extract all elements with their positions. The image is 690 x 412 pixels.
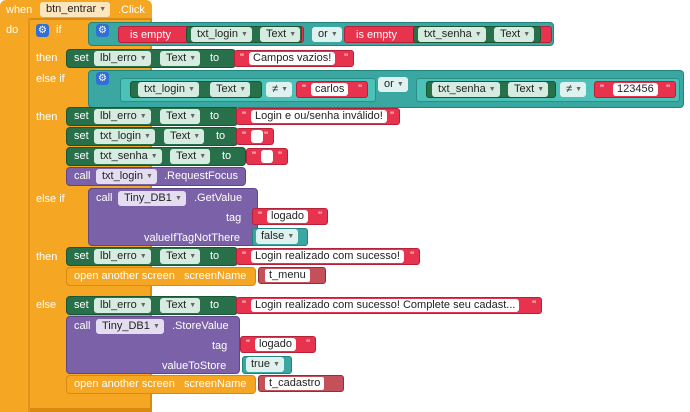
or-dropdown[interactable]: or▼ (378, 77, 408, 92)
text-block-senha[interactable]: " 123456 " (594, 81, 676, 98)
if-label: if (56, 24, 62, 36)
else-label: else (36, 299, 57, 311)
component-dropdown[interactable]: txt_senha▼ (94, 149, 162, 164)
text-block-sucesso-cadastro[interactable]: " Login realizado com sucesso! Complete … (236, 297, 542, 314)
dropdown-arrow-icon: ▼ (99, 6, 107, 13)
is-empty-label: is empty (356, 29, 397, 41)
property-dropdown[interactable]: Text▼ (160, 51, 201, 66)
component-dropdown[interactable]: lbl_erro▼ (94, 109, 151, 124)
do-label: do (6, 24, 19, 36)
component-dropdown[interactable]: txt_senha▼ (432, 82, 500, 97)
text-block-campos-vazios[interactable]: " Campos vazios! " (234, 50, 354, 67)
method-name: .StoreValue (172, 320, 229, 332)
open-screen-menu[interactable] (66, 267, 256, 286)
set-label: set (74, 150, 89, 162)
to-label: to (222, 150, 232, 162)
text-block-empty-1[interactable]: " " (236, 128, 274, 145)
call-label: call (74, 320, 91, 332)
value-to-store-label: valueToStore (162, 360, 227, 372)
event-name: .Click (118, 4, 145, 16)
text-block-logado-2[interactable]: " logado " (240, 336, 316, 353)
property-dropdown[interactable]: Text▼ (210, 82, 251, 97)
set-label: set (74, 52, 89, 64)
is-empty-label: is empty (130, 29, 171, 41)
component-dropdown[interactable]: lbl_erro▼ (94, 51, 151, 66)
open-screen-label: open another screen (74, 270, 175, 282)
compare-operator-dropdown[interactable]: ≠▼ (560, 82, 587, 97)
property-dropdown[interactable]: Text▼ (494, 27, 535, 42)
gear-icon[interactable]: ⚙ (96, 72, 109, 85)
call-label: call (74, 170, 91, 182)
property-dropdown[interactable]: Text▼ (160, 298, 201, 313)
to-label: to (210, 110, 220, 122)
compare-operator-dropdown[interactable]: ≠▼ (266, 82, 293, 97)
tag-label: tag (226, 212, 242, 224)
property-dropdown[interactable]: Text▼ (508, 82, 549, 97)
component-dropdown[interactable]: Tiny_DB1▼ (96, 319, 164, 334)
text-block-sucesso[interactable]: " Login realizado com sucesso! " (236, 248, 420, 265)
property-dropdown[interactable]: Text▼ (160, 109, 201, 124)
set-label: set (74, 130, 89, 142)
open-screen-label: open another screen (74, 378, 175, 390)
gear-icon[interactable]: ⚙ (36, 24, 49, 37)
gear-icon[interactable]: ⚙ (96, 24, 109, 37)
false-dropdown[interactable]: false▼ (256, 229, 299, 244)
screen-name-menu[interactable]: t_menu (258, 267, 326, 284)
set-label: set (74, 250, 89, 262)
value-if-tag-not-there-label: valueIfTagNotThere (144, 232, 240, 244)
component-dropdown[interactable]: txt_senha▼ (418, 27, 486, 42)
to-label: to (210, 250, 220, 262)
true-dropdown[interactable]: true▼ (246, 357, 284, 372)
when-label: when (6, 4, 33, 16)
else-if-label-2: else if (36, 193, 65, 205)
event-component-dropdown[interactable]: btn_entrar▼ (40, 2, 111, 17)
or-dropdown[interactable]: or▼ (312, 27, 342, 42)
method-name: .RequestFocus (164, 170, 238, 182)
component-dropdown[interactable]: txt_login▼ (96, 169, 157, 184)
property-dropdown[interactable]: Text▼ (164, 129, 205, 144)
component-dropdown[interactable]: Tiny_DB1▼ (118, 191, 186, 206)
component-dropdown[interactable]: lbl_erro▼ (94, 298, 151, 313)
set-label: set (74, 110, 89, 122)
property-dropdown[interactable]: Text▼ (260, 27, 301, 42)
text-block-carlos[interactable]: " carlos " (296, 81, 368, 98)
to-label: to (216, 130, 226, 142)
component-dropdown[interactable]: txt_login▼ (138, 82, 199, 97)
component-dropdown[interactable]: txt_login▼ (191, 27, 252, 42)
component-dropdown[interactable]: txt_login▼ (94, 129, 155, 144)
call-label: call (96, 192, 113, 204)
screen-name-label: screenName (184, 378, 247, 390)
to-label: to (210, 52, 220, 64)
property-dropdown[interactable]: Text▼ (170, 149, 211, 164)
set-label: set (74, 299, 89, 311)
property-dropdown[interactable]: Text▼ (160, 249, 201, 264)
text-block-logado[interactable]: " logado " (252, 208, 328, 225)
method-name: .GetValue (194, 192, 243, 204)
open-screen-cadastro[interactable] (66, 375, 256, 394)
then-label-3: then (36, 251, 58, 263)
then-label-2: then (36, 111, 58, 123)
text-block-empty-2[interactable]: " " (246, 148, 288, 165)
screen-name-cadastro[interactable]: t_cadastro (258, 375, 344, 392)
screen-name-label: screenName (184, 270, 247, 282)
tag-label: tag (212, 340, 228, 352)
text-block-login-invalido[interactable]: " Login e ou/senha inválido! " (236, 108, 400, 125)
else-if-label: else if (36, 73, 65, 85)
component-dropdown[interactable]: lbl_erro▼ (94, 249, 151, 264)
then-label: then (36, 52, 58, 64)
to-label: to (210, 299, 220, 311)
